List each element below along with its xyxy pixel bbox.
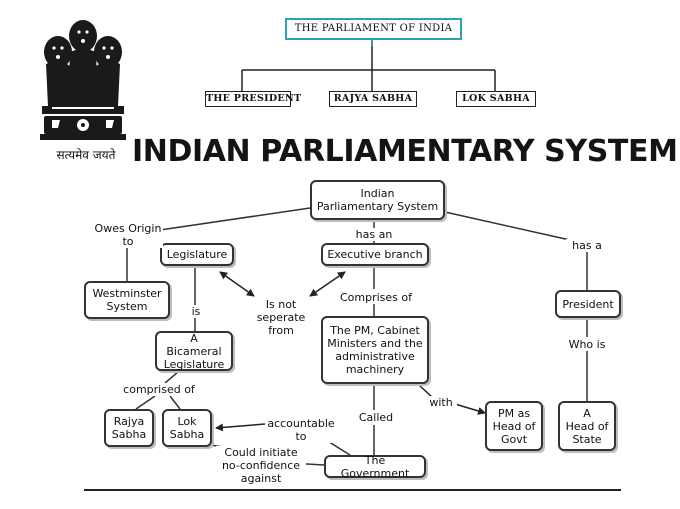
node-indian-parliamentary-system: Indian Parliamentary System [310,180,445,220]
node-pm-cabinet: The PM, Cabinet Ministers and the admini… [321,316,429,384]
link-has-an: has an [350,228,398,241]
link-comprises-of: Comprises of [336,291,416,304]
link-is: is [188,305,204,318]
link-comprised-of: comprised of [120,383,198,396]
node-westminster-system: Westminster System [84,281,170,319]
node-executive-branch: Executive branch [321,243,429,266]
node-head-of-state: A Head of State [558,401,616,451]
emblem-motto: सत्यमेव जयते [56,148,116,162]
node-president: President [555,290,621,318]
bottom-divider [84,489,621,491]
node-pm-head-of-govt: PM as Head of Govt [485,401,543,451]
link-with: with [425,396,457,409]
state-emblem-icon [40,20,126,140]
link-has-a: has a [566,239,608,252]
org-chart-branch-rajya-sabha: RAJYA SABHA [329,91,417,107]
link-owes-origin: Owes Origin to [93,222,163,248]
node-rajya-sabha: Rajya Sabha [104,409,154,447]
link-called: Called [356,411,396,424]
node-the-government: The Government [324,454,426,480]
org-chart-branch-president: THE PRESIDENT [205,91,301,107]
node-legislature: Legislature [160,243,234,266]
node-bicameral-legislature: A Bicameral Legislature [155,331,233,371]
link-could-initiate-no-confidence: Could initiate no-confidence against [216,446,306,485]
org-chart-title: THE PARLIAMENT OF INDIA [285,18,462,40]
org-chart-branch-lok-sabha: LOK SABHA [456,91,536,107]
link-is-not-separate-from: Is not seperate from [256,298,306,337]
link-accountable-to: accountable to [266,417,336,443]
link-who-is: Who is [562,338,612,351]
node-lok-sabha: Lok Sabha [162,409,212,447]
page-title: INDIAN PARLIAMENTARY SYSTEM [132,134,678,169]
